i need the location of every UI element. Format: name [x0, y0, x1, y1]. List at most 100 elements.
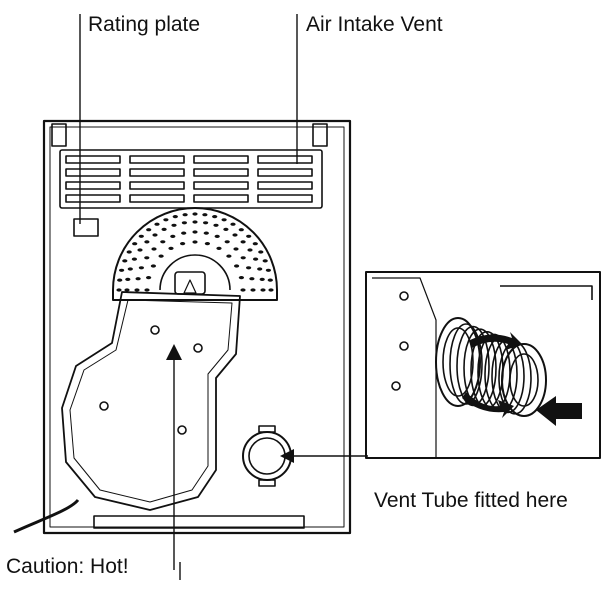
fan-perforation	[192, 212, 198, 216]
rotation-arrow-top-icon	[470, 332, 522, 350]
vent-slat	[129, 181, 185, 190]
fan-perforation	[258, 250, 264, 254]
fan-perforation	[154, 222, 160, 226]
fan-perforation	[144, 256, 150, 260]
fan-perforation	[124, 288, 130, 292]
fan-perforation	[268, 288, 274, 292]
vent-slat	[193, 155, 249, 164]
fan-perforation	[160, 240, 166, 244]
fan-perforation	[181, 231, 187, 235]
fan-perforation	[182, 213, 188, 217]
rotation-arrow-bottom-icon	[462, 392, 514, 418]
fan-perforation	[192, 220, 198, 224]
fan-perforation	[247, 248, 253, 252]
fan-cover	[112, 207, 278, 301]
vent-slat	[129, 168, 185, 177]
fan-perforation	[253, 257, 259, 261]
fan-perforation	[137, 248, 143, 252]
vent-slat	[193, 194, 249, 203]
fan-perforation	[122, 259, 128, 263]
fan-perforation	[144, 288, 150, 292]
push-arrow-icon	[536, 396, 582, 426]
rating-plate-label: Rating plate	[88, 13, 201, 36]
vent-slat	[129, 194, 185, 203]
fan-perforation	[238, 228, 244, 232]
fan-perforation	[238, 276, 244, 280]
callout-lines	[79, 14, 368, 580]
fan-perforation	[172, 215, 178, 219]
fan-perforation	[240, 240, 246, 244]
fan-perforation	[131, 257, 137, 261]
fan-perforation	[230, 222, 236, 226]
fan-perforation	[135, 277, 141, 281]
fan-perforation	[240, 288, 246, 292]
fan-perforation	[171, 223, 177, 227]
fan-perforation	[213, 223, 219, 227]
fan-perforation	[125, 277, 131, 281]
vent-slat	[257, 155, 313, 164]
fan-perforation	[132, 242, 138, 246]
vent-slat	[193, 181, 249, 190]
fan-perforation	[232, 233, 238, 237]
fan-perforation	[223, 227, 229, 231]
vent-slat	[257, 194, 313, 203]
fan-perforation	[234, 264, 240, 268]
fan-perforation	[203, 231, 209, 235]
vent-slat	[65, 155, 121, 164]
fan-perforation	[233, 247, 239, 251]
dryer-back-panel	[42, 119, 352, 535]
fan-perforation	[126, 250, 132, 254]
fan-perforation	[192, 230, 198, 234]
fan-perforation	[168, 246, 174, 250]
vent-tube-inset	[365, 271, 601, 459]
fan-perforation	[224, 240, 230, 244]
fan-perforation	[246, 266, 252, 270]
vent-slat	[65, 168, 121, 177]
power-cable	[13, 498, 80, 534]
fan-perforation	[259, 277, 265, 281]
fan-perforation	[246, 234, 252, 238]
caution-arrowhead	[166, 344, 182, 360]
fan-perforation	[144, 240, 150, 244]
fan-perforation	[180, 242, 186, 246]
fan-perforation	[260, 288, 266, 292]
fan-perforation	[202, 213, 208, 217]
fan-perforation	[119, 268, 125, 272]
fan-perforation	[181, 221, 187, 225]
fan-perforation	[240, 256, 246, 260]
fan-perforation	[252, 242, 258, 246]
vent-slat	[257, 168, 313, 177]
vent-slat	[193, 168, 249, 177]
air-intake-vent	[59, 149, 323, 209]
fan-perforation	[192, 240, 198, 244]
fan-perforation	[265, 268, 271, 272]
fan-perforation	[152, 233, 158, 237]
fan-perforation	[267, 278, 273, 282]
vent-slat	[257, 181, 313, 190]
fan-perforation	[214, 234, 220, 238]
fan-perforation	[257, 267, 263, 271]
fan-perforation	[158, 254, 164, 258]
vent-slat	[65, 194, 121, 203]
fan-perforation	[146, 276, 152, 280]
fan-perforation	[161, 227, 167, 231]
fan-perforation	[262, 259, 268, 263]
fan-perforation	[151, 247, 157, 251]
vent-arrowhead	[280, 449, 294, 463]
fan-perforation	[250, 288, 256, 292]
fan-perforation	[134, 288, 140, 292]
fan-perforation	[117, 278, 123, 282]
vent-slat	[129, 155, 185, 164]
fan-perforation	[249, 277, 255, 281]
caution-label: Caution: Hot!	[6, 555, 129, 578]
fan-perforation	[203, 221, 209, 225]
fan-perforation	[146, 228, 152, 232]
fan-perforation	[138, 266, 144, 270]
vent-tube-coil	[491, 338, 525, 414]
fan-perforation	[216, 246, 222, 250]
rating-plate	[73, 218, 99, 237]
vent-slat	[65, 181, 121, 190]
fan-perforation	[116, 288, 122, 292]
